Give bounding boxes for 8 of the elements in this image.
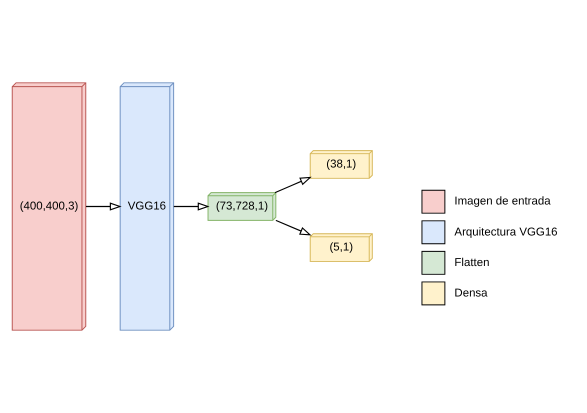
arrow	[174, 202, 210, 211]
legend-label: Flatten	[454, 256, 490, 269]
legend-label: Densa	[454, 287, 488, 300]
arrow	[274, 176, 312, 194]
legend-label: Arquitectura VGG16	[454, 226, 558, 238]
legend-label: Imagen de entrada	[454, 196, 551, 208]
arrow	[86, 202, 122, 211]
arrow	[276, 220, 312, 236]
